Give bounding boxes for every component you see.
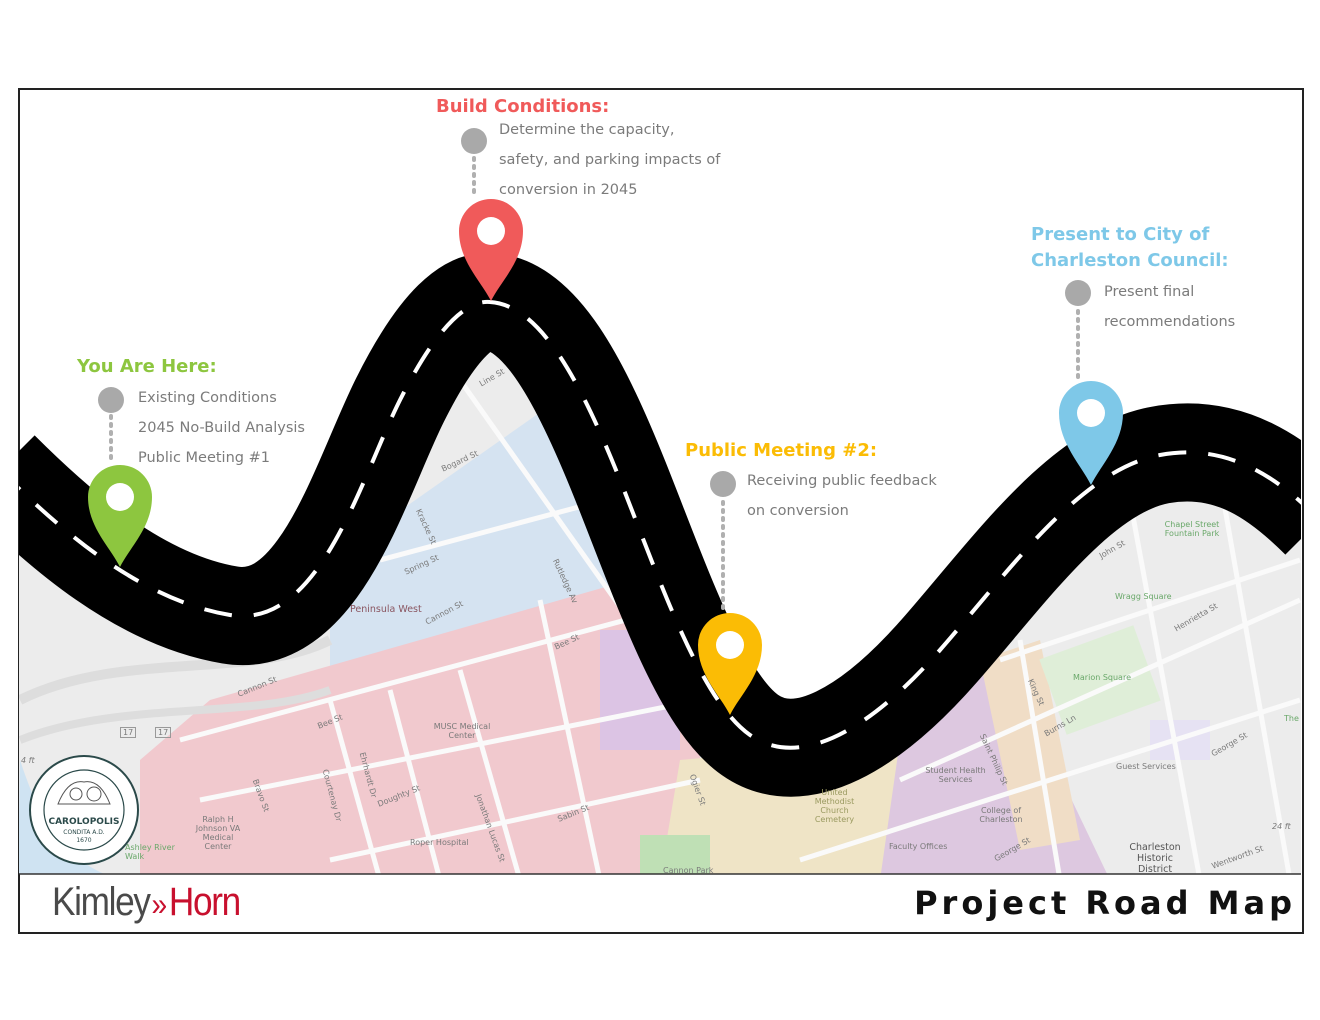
seal-text: CONDITA A.D. [63,829,105,836]
map-zone-tan [980,640,1080,850]
milestone-title: Build Conditions: [436,96,610,117]
logo-text: Kimley [52,880,151,924]
bullet-dot [710,471,736,497]
map-label: Chapel Street Fountain Park [1164,520,1220,538]
map-streets [19,378,1301,874]
map-pin-icon-yellow[interactable] [698,613,762,715]
map-label: 4 ft [21,756,35,765]
milestone-description: Existing Conditions 2045 No-Build Analys… [138,383,305,473]
map-label: MUSC Medical Center [433,722,491,740]
map-pin-icon-green[interactable] [88,465,152,567]
seal-text: CAROLOPOLIS [48,817,119,827]
map-label: Peninsula West [350,604,422,615]
map-label: College of Charleston [979,806,1023,824]
bullet-dot [98,387,124,413]
description-line: Public Meeting #1 [138,450,270,466]
logo-text: Horn [168,880,241,924]
kimley-horn-logo: Kimley»Horn [52,880,241,925]
route-shield-icon: 17 [155,727,172,738]
description-line: 2045 No-Build Analysis [138,420,305,436]
bullet-dot [1065,280,1091,306]
map-label: Cannon Park [663,866,714,875]
page-title: Project Road Map [914,884,1296,922]
map-label: Roper Hospital [410,838,469,847]
bullet-dot [461,128,487,154]
description-line: recommendations [1104,314,1236,330]
route-shield-icon: 17 [120,727,137,738]
map-label: Faculty Offices [889,842,948,851]
description-line: Determine the capacity, [499,122,675,138]
description-line: Present final [1104,284,1195,300]
map-marion-square [1039,625,1161,735]
map-label: Charleston Historic District [1129,842,1181,875]
milestone-title: You Are Here: [77,356,217,377]
milestone-description: Receiving public feedback on conversion [747,466,937,526]
map-river [19,760,120,874]
chevron-icon: » [151,886,167,922]
title-line: Charleston Council: [1031,250,1229,271]
map-label: United Methodist Church Cemetery [814,788,855,824]
seal-text: 1670 [76,837,91,844]
map-label: Guest Services [1116,762,1176,771]
map-label: Marion Square [1073,673,1131,682]
milestone-title: Public Meeting #2: [685,440,878,461]
description-line: Existing Conditions [138,390,277,406]
milestone-description: Determine the capacity, safety, and park… [499,115,720,205]
map-park [640,835,710,874]
description-line: conversion in 2045 [499,182,638,198]
map-label: The [1284,714,1299,723]
map-pin-icon-red[interactable] [459,199,523,301]
milestone-description: Present final recommendations [1104,277,1235,337]
map-pin-icon-blue[interactable] [1059,381,1123,485]
map-label: Ashley River Walk [125,843,175,861]
description-line: safety, and parking impacts of [499,152,721,168]
map-label: 24 ft [1272,822,1291,831]
milestone-title: Present to City of Charleston Council: [1031,222,1229,274]
description-line: Receiving public feedback [747,473,937,489]
map-label: Student Health Services [925,766,986,784]
title-line: Present to City of [1031,224,1210,245]
map-label: Ralph H Johnson VA Medical Center [195,815,241,851]
road [19,252,1301,797]
connectors [98,128,1091,610]
map-label: Wragg Square [1115,592,1172,601]
description-line: on conversion [747,503,849,519]
city-seal-logo: CAROLOPOLIS CONDITA A.D. 1670 [29,755,139,865]
